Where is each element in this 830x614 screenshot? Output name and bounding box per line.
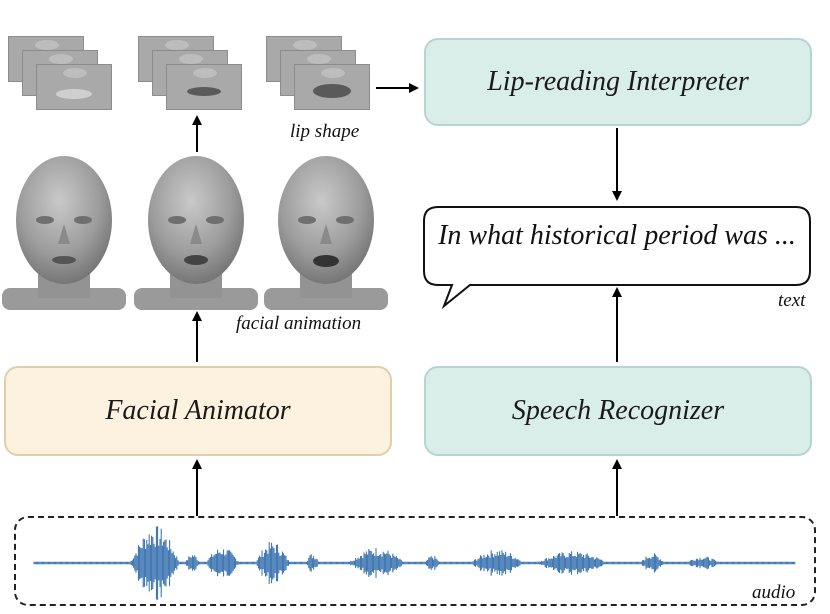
face-render-icon [2, 156, 126, 310]
lip-reading-interpreter-box: Lip-reading Interpreter [424, 38, 812, 126]
lip-shape-thumbnail-icon [294, 64, 370, 110]
facial-animation-label: facial animation [236, 313, 362, 334]
lip-shape-thumbnail-icon [166, 64, 242, 110]
audio-waveform-icon [33, 526, 796, 600]
lip-reading-interpreter-label: Lip-reading Interpreter [487, 66, 749, 97]
facial-animator-label: Facial Animator [105, 395, 291, 426]
text-label: text [778, 290, 806, 311]
audio-frame [14, 516, 816, 606]
audio-waveform-path [33, 526, 796, 600]
speech-bubble-shape [423, 206, 811, 310]
facial-animator-box: Facial Animator [4, 366, 392, 456]
speech-bubble-text: In what historical period was ... [438, 220, 796, 251]
face-render-icon [134, 156, 258, 310]
speech-recognizer-box: Speech Recognizer [424, 366, 812, 456]
audio-label: audio [752, 582, 796, 603]
lip-shape-thumbnail-icon [36, 64, 112, 110]
speech-recognizer-label: Speech Recognizer [511, 395, 725, 426]
lip-shape-label: lip shape [290, 121, 360, 142]
face-render-icon [264, 156, 388, 310]
